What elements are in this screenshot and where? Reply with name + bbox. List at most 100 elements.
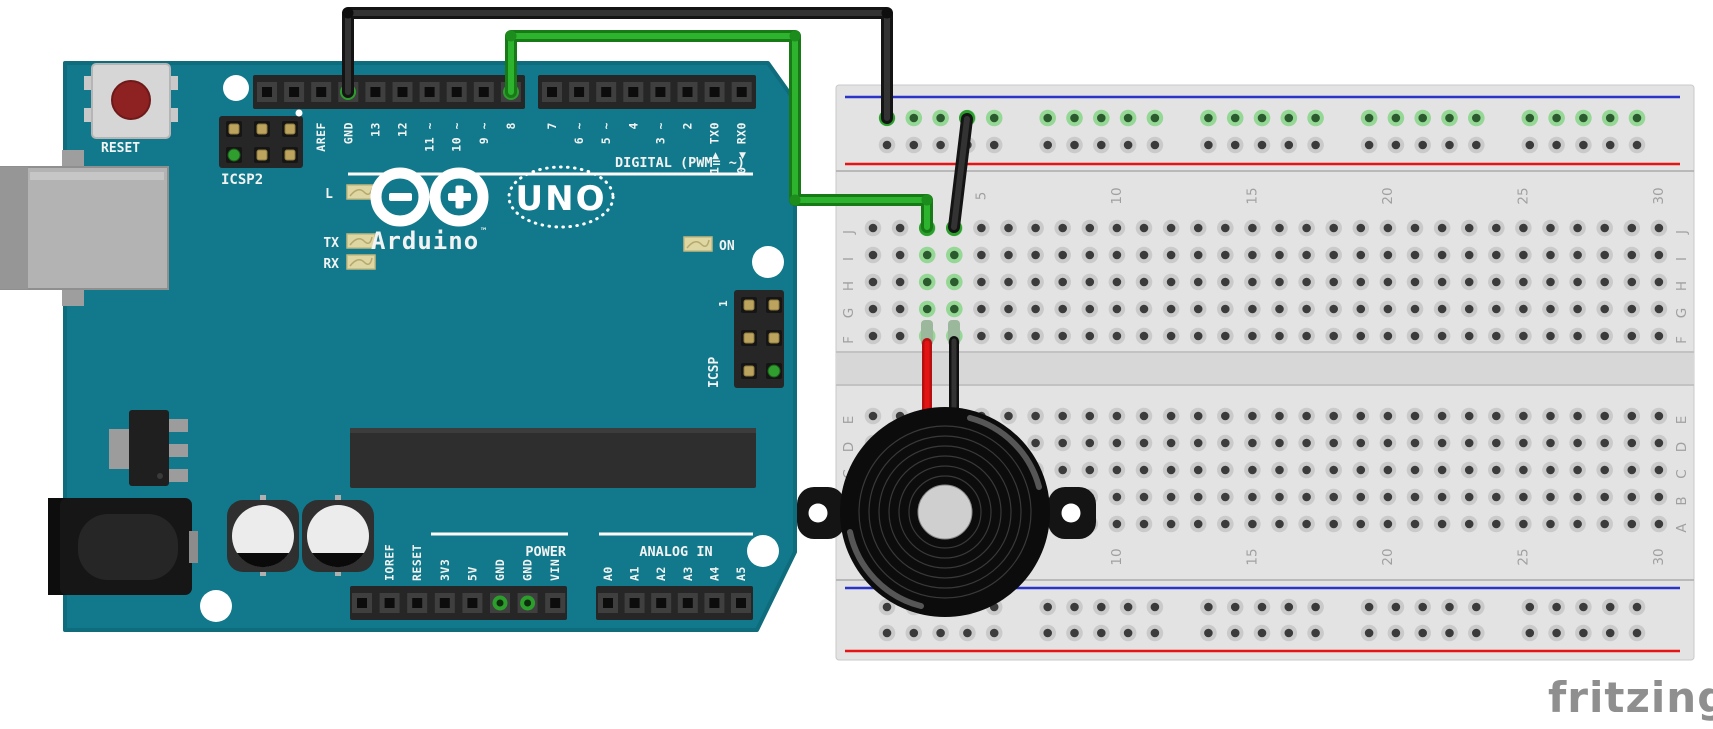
digital-pin-0[interactable]: [731, 82, 752, 102]
breadboard-hole-I1[interactable]: [864, 246, 882, 264]
breadboard-hole-B21[interactable]: [1406, 488, 1424, 506]
breadboard-hole-J12[interactable]: [1162, 219, 1180, 237]
breadboard-hole-A22[interactable]: [1433, 515, 1451, 533]
breadboard-hole-I3[interactable]: [918, 246, 936, 264]
breadboard-hole-B15[interactable]: [1244, 488, 1261, 506]
bottom-rail-negative-hole[interactable]: [1575, 598, 1592, 616]
breadboard-hole-D30[interactable]: [1650, 434, 1668, 452]
power-pin-5V[interactable]: [462, 593, 483, 613]
top-rail-positive-hole[interactable]: [1628, 136, 1646, 154]
breadboard-hole-H23[interactable]: [1460, 273, 1478, 291]
breadboard-hole-E11[interactable]: [1135, 407, 1153, 425]
breadboard-hole-B28[interactable]: [1596, 488, 1613, 506]
top-rail-negative-hole[interactable]: [1093, 109, 1110, 127]
breadboard-hole-G29[interactable]: [1623, 300, 1641, 318]
breadboard-hole-E24[interactable]: [1488, 407, 1505, 425]
breadboard-hole-F8[interactable]: [1054, 327, 1071, 345]
bottom-rail-positive-hole[interactable]: [1093, 624, 1110, 642]
breadboard-hole-I10[interactable]: [1108, 246, 1126, 264]
breadboard-hole-B24[interactable]: [1488, 488, 1505, 506]
bottom-rail-positive-hole[interactable]: [1548, 624, 1565, 642]
bottom-rail-positive-hole[interactable]: [1280, 624, 1298, 642]
breadboard-hole-C29[interactable]: [1623, 461, 1641, 479]
breadboard-hole-A10[interactable]: [1108, 515, 1126, 533]
breadboard-hole-A11[interactable]: [1135, 515, 1153, 533]
breadboard-hole-A14[interactable]: [1217, 515, 1234, 533]
icsp-pin[interactable]: [766, 363, 782, 379]
breadboard-hole-D18[interactable]: [1325, 434, 1342, 452]
breadboard-hole-H17[interactable]: [1298, 273, 1315, 291]
breadboard-hole-I20[interactable]: [1379, 246, 1397, 264]
breadboard-hole-D21[interactable]: [1406, 434, 1424, 452]
bottom-rail-negative-hole[interactable]: [1628, 598, 1646, 616]
analog-pin-A5[interactable]: [731, 593, 751, 613]
icsp2-header[interactable]: [219, 109, 303, 169]
breadboard-hole-A12[interactable]: [1162, 515, 1180, 533]
breadboard-hole-J5[interactable]: [973, 219, 990, 237]
breadboard-hole-H25[interactable]: [1515, 273, 1532, 291]
breadboard-hole-J7[interactable]: [1027, 219, 1044, 237]
breadboard-hole-E22[interactable]: [1433, 407, 1451, 425]
top-rail-positive-hole[interactable]: [1441, 136, 1458, 154]
breadboard-hole-F30[interactable]: [1650, 327, 1668, 345]
breadboard-hole-I12[interactable]: [1162, 246, 1180, 264]
bottom-rail-positive-hole[interactable]: [1575, 624, 1592, 642]
breadboard-hole-I8[interactable]: [1054, 246, 1071, 264]
breadboard-hole-I7[interactable]: [1027, 246, 1044, 264]
breadboard-hole-D29[interactable]: [1623, 434, 1641, 452]
breadboard-hole-I28[interactable]: [1596, 246, 1613, 264]
breadboard-hole-I21[interactable]: [1406, 246, 1424, 264]
reset-button[interactable]: [84, 63, 178, 139]
breadboard-hole-H28[interactable]: [1596, 273, 1613, 291]
top-rail-negative-hole[interactable]: [1521, 109, 1539, 127]
breadboard-hole-C23[interactable]: [1460, 461, 1478, 479]
top-rail-negative-hole[interactable]: [1360, 109, 1378, 127]
top-rail-negative-hole[interactable]: [932, 109, 949, 127]
breadboard-hole-E7[interactable]: [1027, 407, 1044, 425]
breadboard-hole-C13[interactable]: [1189, 461, 1207, 479]
breadboard-hole-D9[interactable]: [1081, 434, 1099, 452]
breadboard-hole-J20[interactable]: [1379, 219, 1397, 237]
breadboard-hole-D8[interactable]: [1054, 434, 1071, 452]
bottom-rail-negative-hole[interactable]: [1093, 598, 1110, 616]
breadboard-hole-I16[interactable]: [1271, 246, 1288, 264]
breadboard-hole-I4[interactable]: [946, 246, 963, 264]
breadboard-hole-C18[interactable]: [1325, 461, 1342, 479]
breadboard-hole-F24[interactable]: [1488, 327, 1505, 345]
breadboard-hole-F25[interactable]: [1515, 327, 1532, 345]
breadboard-hole-G20[interactable]: [1379, 300, 1397, 318]
breadboard-hole-J13[interactable]: [1189, 219, 1207, 237]
breadboard-hole-A26[interactable]: [1542, 515, 1559, 533]
power-pin-3V3[interactable]: [434, 593, 455, 613]
breadboard-hole-C11[interactable]: [1135, 461, 1153, 479]
breadboard-hole-A15[interactable]: [1244, 515, 1261, 533]
breadboard-hole-E18[interactable]: [1325, 407, 1342, 425]
digital-pin-11[interactable]: [419, 82, 440, 102]
breadboard-hole-C27[interactable]: [1569, 461, 1586, 479]
bottom-rail-positive-hole[interactable]: [1253, 624, 1271, 642]
power-pin-RESET[interactable]: [407, 593, 428, 613]
breadboard-hole-F20[interactable]: [1379, 327, 1397, 345]
breadboard-hole-D19[interactable]: [1352, 434, 1370, 452]
breadboard-hole-B14[interactable]: [1217, 488, 1234, 506]
breadboard-hole-C20[interactable]: [1379, 461, 1397, 479]
breadboard-hole-H19[interactable]: [1352, 273, 1370, 291]
top-rail-positive-hole[interactable]: [1387, 136, 1405, 154]
breadboard-hole-J11[interactable]: [1135, 219, 1153, 237]
breadboard-hole-G1[interactable]: [864, 300, 882, 318]
bottom-rail-negative-hole[interactable]: [1414, 598, 1431, 616]
breadboard-hole-C17[interactable]: [1298, 461, 1315, 479]
bottom-rail-negative-hole[interactable]: [1548, 598, 1565, 616]
digital-pin-nc[interactable]: [257, 82, 277, 102]
bottom-rail-positive-hole[interactable]: [932, 624, 949, 642]
arduino-uno-board[interactable]: RESET ICSP2 1 ICSP: [0, 61, 797, 632]
breadboard-hole-D26[interactable]: [1542, 434, 1559, 452]
top-rail-positive-hole[interactable]: [1521, 136, 1539, 154]
top-rail-negative-hole[interactable]: [1575, 109, 1592, 127]
top-rail-positive-hole[interactable]: [1119, 136, 1137, 154]
breadboard-hole-G22[interactable]: [1433, 300, 1451, 318]
breadboard-hole-F11[interactable]: [1135, 327, 1153, 345]
bottom-rail-positive-hole[interactable]: [1360, 624, 1378, 642]
breadboard-hole-D17[interactable]: [1298, 434, 1315, 452]
breadboard-hole-C12[interactable]: [1162, 461, 1180, 479]
